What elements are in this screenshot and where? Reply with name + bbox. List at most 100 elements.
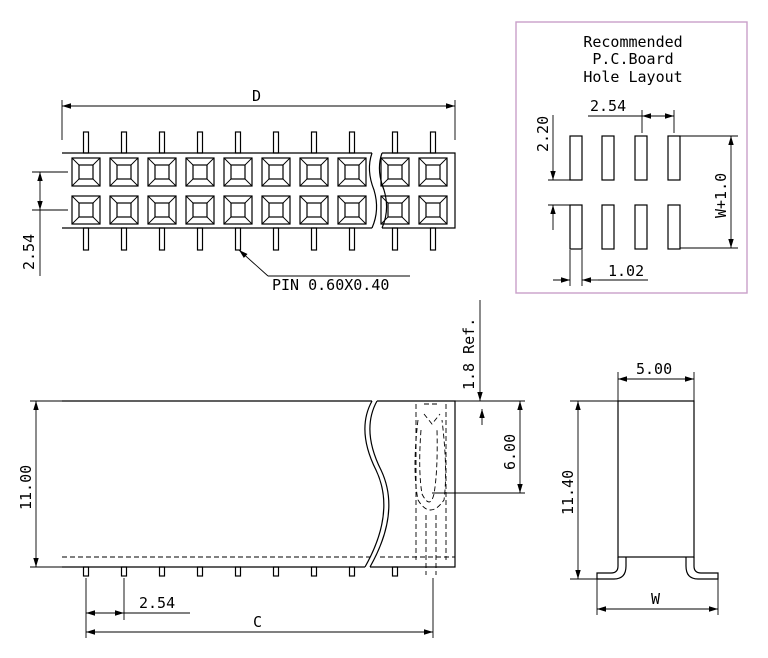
layout-width-label: W+1.0 bbox=[712, 173, 730, 218]
socket-inner bbox=[116, 202, 132, 218]
layout-pitch-label: 2.54 bbox=[590, 97, 626, 115]
pin-tail bbox=[158, 566, 166, 577]
socket-chamfer bbox=[185, 157, 194, 166]
hole-top bbox=[569, 135, 583, 181]
front-tail-group bbox=[82, 566, 399, 577]
socket-chamfer bbox=[71, 216, 80, 225]
socket-chamfer bbox=[168, 216, 177, 225]
pin-top bbox=[391, 131, 399, 154]
top-break-line-1 bbox=[368, 152, 378, 229]
layout-border bbox=[515, 21, 748, 294]
socket-outer bbox=[71, 157, 101, 187]
front-break-line-1 bbox=[364, 400, 385, 568]
socket-outer bbox=[380, 195, 410, 225]
socket-chamfer bbox=[261, 216, 270, 225]
socket-chamfer bbox=[206, 157, 215, 166]
pin-tail bbox=[348, 566, 356, 577]
socket-chamfer bbox=[439, 178, 448, 187]
socket-chamfer bbox=[401, 178, 410, 187]
socket-chamfer bbox=[147, 178, 156, 187]
pin-top bbox=[120, 131, 128, 154]
socket-outer bbox=[337, 195, 367, 225]
pin-top bbox=[272, 131, 280, 154]
layout-hole-label: 1.02 bbox=[608, 262, 644, 280]
pin-tail bbox=[310, 566, 318, 577]
socket-chamfer bbox=[418, 216, 427, 225]
height-label: 11.00 bbox=[17, 465, 35, 510]
hole-bottom bbox=[634, 204, 648, 250]
top-view: D 2.54 PIN 0.60X0.40 bbox=[20, 87, 456, 294]
pin-bottom bbox=[348, 227, 356, 251]
socket-chamfer bbox=[92, 216, 101, 225]
c-label: C bbox=[253, 613, 262, 631]
socket-chamfer bbox=[223, 178, 232, 187]
socket-chamfer bbox=[71, 157, 80, 166]
pin-top bbox=[429, 131, 437, 154]
socket-chamfer bbox=[168, 195, 177, 204]
socket-outer bbox=[185, 157, 215, 187]
socket-chamfer bbox=[320, 216, 329, 225]
pin-top bbox=[234, 131, 242, 154]
pin-bottom bbox=[310, 227, 318, 251]
socket-chamfer bbox=[223, 216, 232, 225]
pin-tail bbox=[391, 566, 399, 577]
socket-chamfer bbox=[299, 195, 308, 204]
socket-chamfer bbox=[223, 157, 232, 166]
pcb-hole-layout: Recommended P.C.Board Hole Layout 2.54 2… bbox=[515, 21, 748, 294]
pin-bottom bbox=[272, 227, 280, 251]
contact-label: 6.00 bbox=[501, 434, 519, 470]
socket-chamfer bbox=[320, 195, 329, 204]
socket-chamfer bbox=[109, 195, 118, 204]
socket-outer bbox=[147, 195, 177, 225]
socket-chamfer bbox=[185, 178, 194, 187]
socket-chamfer bbox=[109, 216, 118, 225]
pin-tail bbox=[82, 566, 90, 577]
socket-outer bbox=[71, 195, 101, 225]
socket-chamfer bbox=[261, 178, 270, 187]
socket-chamfer bbox=[92, 178, 101, 187]
socket-outer bbox=[185, 195, 215, 225]
socket-outer bbox=[109, 157, 139, 187]
layout-title-2: P.C.Board bbox=[592, 50, 673, 68]
front-body-outline bbox=[62, 400, 456, 568]
front-break-line-2 bbox=[369, 400, 390, 568]
socket-chamfer bbox=[92, 157, 101, 166]
pin-bottom bbox=[120, 227, 128, 251]
side-w-label: W bbox=[651, 590, 661, 608]
socket-chamfer bbox=[223, 195, 232, 204]
socket-chamfer bbox=[206, 178, 215, 187]
socket-inner bbox=[268, 164, 284, 180]
pin-top bbox=[310, 131, 318, 154]
socket-inner bbox=[116, 164, 132, 180]
socket-chamfer bbox=[130, 157, 139, 166]
socket-chamfer bbox=[337, 157, 346, 166]
socket-chamfer bbox=[71, 195, 80, 204]
socket-chamfer bbox=[299, 157, 308, 166]
pin-tail bbox=[234, 566, 242, 577]
socket-inner bbox=[306, 202, 322, 218]
socket-chamfer bbox=[380, 178, 389, 187]
socket-inner bbox=[268, 202, 284, 218]
socket-chamfer bbox=[282, 195, 291, 204]
pin-bottom bbox=[158, 227, 166, 251]
socket-inner bbox=[387, 164, 403, 180]
socket-chamfer bbox=[337, 178, 346, 187]
socket-chamfer bbox=[401, 157, 410, 166]
socket-chamfer bbox=[337, 195, 346, 204]
socket-chamfer bbox=[299, 216, 308, 225]
socket-chamfer bbox=[206, 216, 215, 225]
pitch-label: 2.54 bbox=[20, 234, 38, 270]
top-break-line-2 bbox=[378, 152, 388, 229]
hole-bottom bbox=[601, 204, 615, 250]
socket-outer bbox=[380, 157, 410, 187]
socket-chamfer bbox=[244, 178, 253, 187]
socket-outer bbox=[299, 157, 329, 187]
front-view: 11.00 1.8 Ref. 6.00 2.54 C bbox=[17, 300, 525, 638]
socket-chamfer bbox=[282, 157, 291, 166]
pin-tail bbox=[196, 566, 204, 577]
contact-entry bbox=[423, 413, 441, 425]
layout-row-label: 2.20 bbox=[534, 116, 552, 152]
socket-inner bbox=[230, 202, 246, 218]
hole-top bbox=[634, 135, 648, 181]
